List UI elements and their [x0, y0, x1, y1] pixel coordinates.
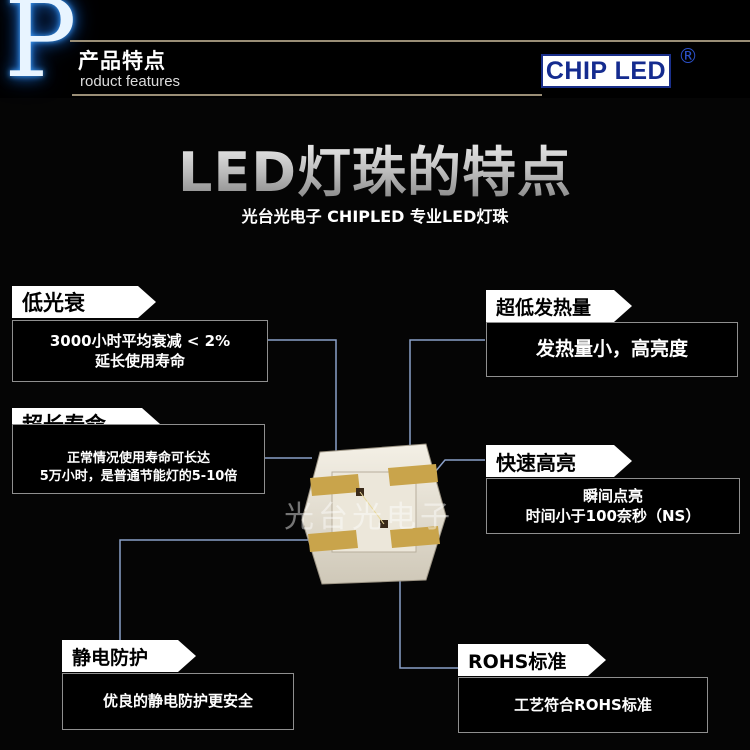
card-esd: 优良的静电防护更安全: [62, 673, 294, 730]
card-line: 瞬间点亮: [582, 486, 643, 505]
card-line: 5万小时，是普通节能灯的5-10倍: [39, 469, 238, 484]
tab-low-heat: 超低发热量: [486, 290, 632, 322]
tab-label: 超低发热量: [496, 296, 592, 319]
header-top-rule: [70, 40, 750, 42]
header-title: 产品特点: [78, 49, 166, 73]
card-line: 时间小于100奈秒（NS）: [525, 507, 701, 525]
led-chip-image: [301, 443, 447, 585]
tab-label: 快速高亮: [496, 450, 576, 475]
card-low-decay: 3000小时平均衰减 < 2% 延长使用寿命: [12, 320, 268, 382]
main-headline: LED灯珠的特点: [0, 128, 750, 207]
card-rohs: 工艺符合ROHS标准: [458, 677, 708, 733]
card-long-life: 正常情况使用寿命可长达 5万小时，是普通节能灯的5-10倍: [12, 424, 265, 494]
watermark: 光台光电子: [284, 500, 454, 535]
tab-label: 低光衰: [22, 291, 85, 315]
card-low-heat: 发热量小，高亮度: [486, 322, 738, 377]
tagline: 光台光电子 CHIPLED 专业LED灯珠: [241, 207, 509, 226]
tab-low-decay: 低光衰: [12, 286, 156, 318]
header-subtitle: roduct features: [80, 73, 181, 90]
tab-fast-bright: 快速高亮: [486, 445, 632, 477]
connector-low-heat: [409, 339, 485, 468]
registered-mark: ®: [678, 44, 698, 68]
tab-esd: 静电防护: [62, 640, 196, 672]
tab-rohs: ROHS标准: [458, 644, 606, 676]
header-bottom-rule: [72, 94, 542, 96]
header-bar: P 产品特点 roduct features CHIP LED ®: [0, 0, 750, 98]
card-line: 优良的静电防护更安全: [102, 692, 253, 711]
card-fast-bright: 瞬间点亮 时间小于100奈秒（NS）: [486, 478, 740, 534]
card-line: 3000小时平均衰减 < 2%: [49, 331, 231, 350]
tab-label: 静电防护: [72, 646, 149, 669]
tab-label: ROHS标准: [468, 650, 567, 673]
brand-letter-p: P: [4, 0, 77, 102]
card-line: 延长使用寿命: [94, 352, 185, 370]
connector-rohs: [399, 575, 458, 669]
chip-led-logo: CHIP LED: [541, 54, 671, 88]
card-line: 正常情况使用寿命可长达: [66, 451, 210, 467]
card-line: 工艺符合ROHS标准: [514, 695, 652, 714]
card-line: 发热量小，高亮度: [535, 337, 688, 360]
